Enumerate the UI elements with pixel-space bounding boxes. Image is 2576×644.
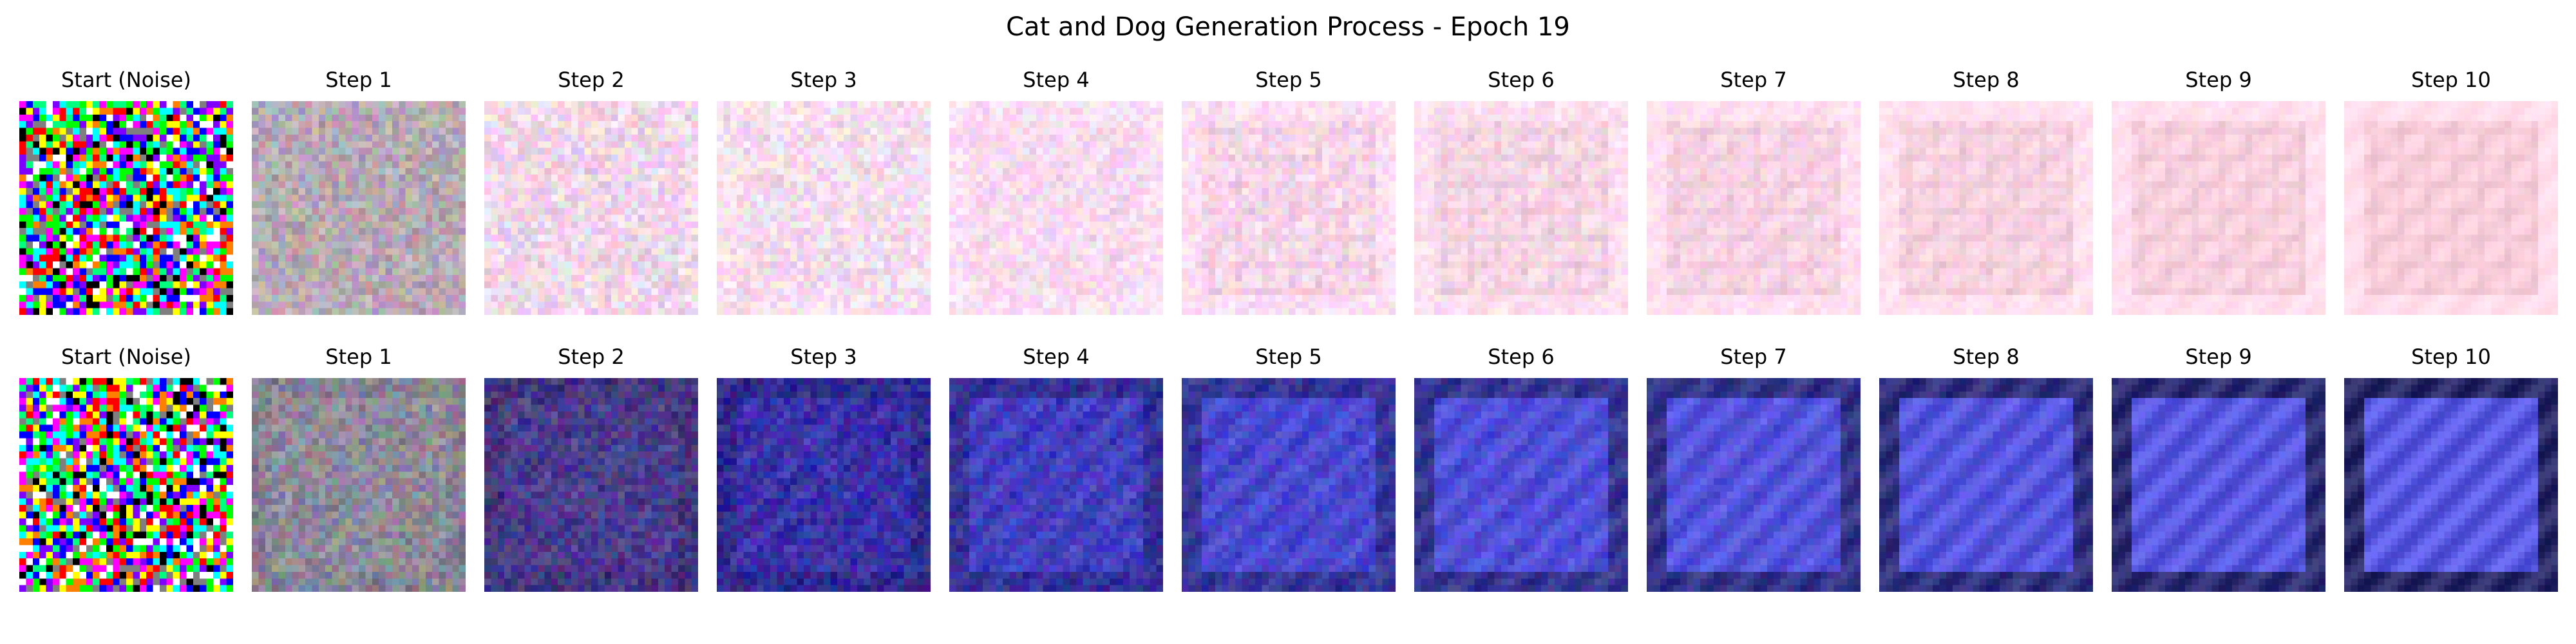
generated-image: [484, 378, 698, 592]
dog-panel-7: Step 7: [1647, 345, 1861, 592]
panel-title: Step 7: [1720, 345, 1787, 369]
cat-panel-1: Step 1: [252, 68, 466, 315]
dog-panel-8: Step 8: [1879, 345, 2093, 592]
generated-image: [1879, 378, 2093, 592]
panel-title: Step 6: [1488, 68, 1555, 92]
panel-title: Step 9: [2185, 345, 2252, 369]
panel-title: Step 10: [2411, 345, 2491, 369]
panel-title: Step 6: [1488, 345, 1555, 369]
generated-image: [252, 101, 466, 315]
cat-panel-9: Step 9: [2112, 68, 2325, 315]
panel-title: Step 8: [1953, 68, 2020, 92]
generated-image: [949, 378, 1163, 592]
generated-image: [1182, 378, 1396, 592]
cat-panel-0: Start (Noise): [19, 68, 233, 315]
generated-image: [1647, 378, 1861, 592]
panel-title: Step 10: [2411, 68, 2491, 92]
panel-title: Step 8: [1953, 345, 2020, 369]
panel-title: Step 5: [1255, 68, 1322, 92]
generated-image: [717, 101, 931, 315]
dog-panel-10: Step 10: [2344, 345, 2558, 592]
panel-title: Step 1: [325, 345, 392, 369]
generated-image: [949, 101, 1163, 315]
dog-panel-3: Step 3: [717, 345, 931, 592]
generated-image: [1647, 101, 1861, 315]
dog-panel-0: Start (Noise): [19, 345, 233, 592]
cat-panel-8: Step 8: [1879, 68, 2093, 315]
panel-title: Step 2: [558, 345, 625, 369]
dog-panel-1: Step 1: [252, 345, 466, 592]
panel-title: Step 4: [1023, 345, 1090, 369]
panel-title: Step 3: [790, 345, 857, 369]
generated-image: [484, 101, 698, 315]
panel-title: Start (Noise): [61, 68, 192, 92]
generated-image: [2344, 101, 2558, 315]
cat-panel-10: Step 10: [2344, 68, 2558, 315]
panel-title: Start (Noise): [61, 345, 192, 369]
cat-generation-row: Start (Noise) Step 1 Step 2 Step 3 Step 4 Ste…: [0, 68, 2576, 325]
generated-image: [1414, 101, 1628, 315]
cat-panel-7: Step 7: [1647, 68, 1861, 315]
generated-image: [2112, 378, 2325, 592]
cat-panel-2: Step 2: [484, 68, 698, 315]
dog-panel-9: Step 9: [2112, 345, 2325, 592]
noise-image: [19, 101, 233, 315]
cat-panel-3: Step 3: [717, 68, 931, 315]
cat-panel-4: Step 4: [949, 68, 1163, 315]
dog-panel-5: Step 5: [1182, 345, 1396, 592]
noise-image: [19, 378, 233, 592]
generated-image: [252, 378, 466, 592]
panel-title: Step 1: [325, 68, 392, 92]
generated-image: [1414, 378, 1628, 592]
cat-panel-5: Step 5: [1182, 68, 1396, 315]
generated-image: [1182, 101, 1396, 315]
panel-title: Step 4: [1023, 68, 1090, 92]
panel-title: Step 5: [1255, 345, 1322, 369]
panel-title: Step 9: [2185, 68, 2252, 92]
dog-panel-2: Step 2: [484, 345, 698, 592]
generated-image: [717, 378, 931, 592]
panel-title: Step 3: [790, 68, 857, 92]
cat-panel-6: Step 6: [1414, 68, 1628, 315]
generated-image: [2344, 378, 2558, 592]
dog-panel-4: Step 4: [949, 345, 1163, 592]
dog-panel-6: Step 6: [1414, 345, 1628, 592]
generated-image: [1879, 101, 2093, 315]
dog-generation-row: Start (Noise) Step 1 Step 2 Step 3 Step 4 Ste…: [0, 345, 2576, 602]
figure-title: Cat and Dog Generation Process - Epoch 1…: [1006, 12, 1570, 42]
generated-image: [2112, 101, 2325, 315]
panel-title: Step 7: [1720, 68, 1787, 92]
panel-title: Step 2: [558, 68, 625, 92]
